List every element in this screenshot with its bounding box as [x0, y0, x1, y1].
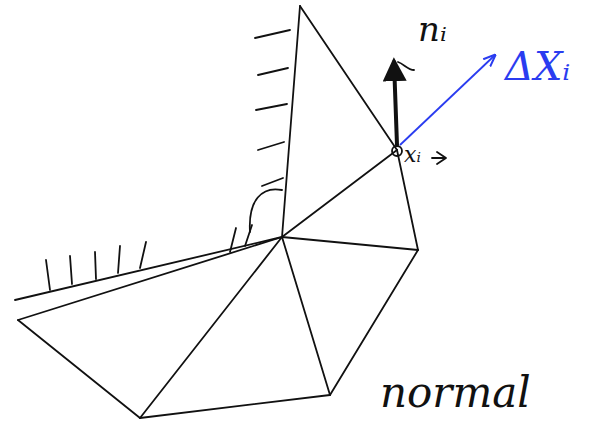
annotation-text: normal — [380, 372, 531, 414]
wall-hatch — [46, 225, 252, 290]
mesh-edge — [282, 237, 330, 395]
mesh-edge — [282, 150, 397, 237]
displacement-arrow — [400, 56, 494, 145]
normal-symbol: nᵢ — [418, 12, 447, 46]
angle-arc — [250, 189, 282, 232]
mesh-edge — [282, 237, 418, 250]
hook-stroke — [398, 62, 414, 70]
wall-line — [15, 237, 282, 300]
pointer-mark — [432, 152, 446, 164]
mesh-edge — [18, 237, 282, 320]
wall-hatch — [255, 30, 290, 186]
node-point — [392, 146, 402, 156]
displacement-symbol: ΔXᵢ — [505, 46, 570, 86]
mesh-edge — [140, 237, 282, 418]
wall-line — [282, 6, 300, 237]
mesh-edge — [140, 395, 330, 418]
mesh-edge — [18, 320, 140, 418]
node-symbol: xᵢ — [404, 144, 421, 166]
mesh-edge — [300, 6, 397, 150]
normal-arrow — [394, 62, 397, 145]
